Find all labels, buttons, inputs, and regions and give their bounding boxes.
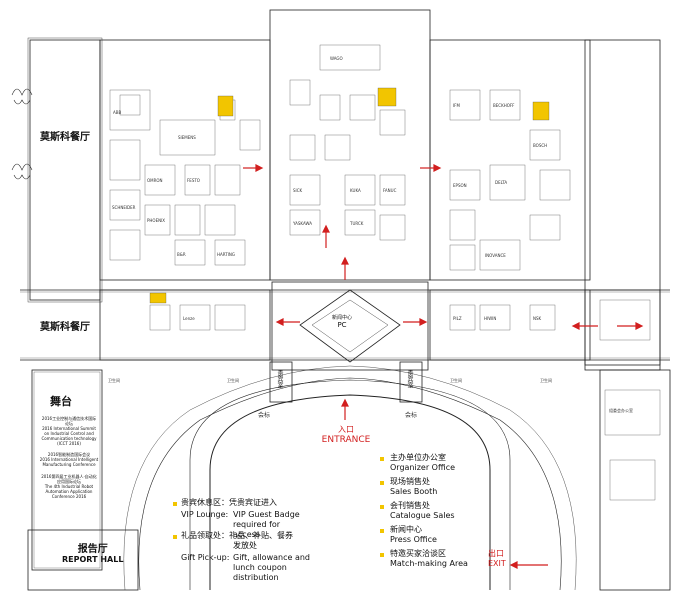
press-center-pc: PC: [337, 321, 347, 329]
legend-gift-en-val: Gift, allowance and lunch coupon distrib…: [233, 553, 310, 582]
booth-label: INOVANCE: [485, 253, 506, 258]
legend-gift-zh-2: 发放处: [233, 541, 257, 550]
legend-bullet-gift: [173, 535, 177, 539]
booth-label: NSK: [533, 316, 542, 321]
toilet-label-1: 卫生间: [108, 378, 120, 383]
legend-sales: 现场销售处 Sales Booth: [390, 477, 437, 497]
conference-2-zh: 2016智能制造国际会议: [47, 452, 91, 457]
legend-gift-en-key: Gift Pick-up:: [181, 553, 230, 562]
legend-press: 新闻中心 Press Office: [390, 525, 437, 545]
exit-label: 出口 EXIT: [488, 548, 506, 568]
booth-label: HIWIN: [484, 316, 497, 321]
legend-matchmaking-zh: 特邀买家洽谈区: [390, 549, 446, 558]
booth-label: OMRON: [147, 178, 163, 183]
press-center-zh: 新闻中心: [332, 315, 353, 321]
entrance-zh: 入口: [338, 425, 354, 434]
legend-bullet-catalogue: [380, 505, 384, 509]
toilet-label-2: 卫生间: [227, 378, 239, 383]
gate-label-right: 会标: [405, 412, 418, 419]
booth-label: SICK: [293, 188, 303, 193]
booth-label: BOSCH: [533, 143, 548, 148]
booth-label: PILZ: [453, 316, 462, 321]
legend-bullet-vip: [173, 502, 177, 506]
legend-bullet-sales: [380, 481, 384, 485]
booth-label: IFM: [453, 103, 460, 108]
legend-catalogue-zh: 会刊销售处: [390, 501, 430, 510]
legend-bullet-press: [380, 529, 384, 533]
booth-label: TURCK: [350, 221, 364, 226]
booth-label: SIEMENS: [178, 135, 196, 140]
conference-3-zh: 2016第四届工业机器人·自动化应用国际论坛: [41, 474, 97, 484]
entrance-label: 入口 ENTRANCE: [318, 424, 374, 445]
booth-label: DELTA: [495, 180, 508, 185]
booth-label: PHOENIX: [147, 218, 166, 223]
legend-vip-zh-tail: 凭贵宾证进入: [229, 498, 277, 507]
legend-gift-zh-head: 礼品领取处：: [181, 531, 229, 540]
legend-press-zh: 新闻中心: [390, 525, 422, 534]
legend-catalogue-en: Catalogue Sales: [390, 511, 455, 520]
press-center-label: 新闻中心 PC: [332, 314, 352, 329]
booth-label: EPSON: [453, 183, 467, 188]
stage-label: 舞台: [50, 395, 72, 408]
legend-sales-zh: 现场销售处: [390, 477, 430, 486]
booth-label: FANUC: [383, 188, 397, 193]
legend-vip-zh: 贵宾休息区：凭贵宾证进入: [181, 498, 277, 508]
conference-3: 2016第四届工业机器人·自动化应用国际论坛 The 4th Industria…: [40, 474, 98, 499]
report-hall: 报告厅 REPORT HALL: [62, 540, 123, 564]
conference-1: 2016工业控制与通信技术国际论坛 2016 International Sum…: [40, 416, 98, 446]
booth-label: SCHNEIDER: [112, 205, 136, 210]
legend-organizer-zh: 主办单位办公室: [390, 453, 446, 462]
conference-2-en: 2016 International Intelligent Manufactu…: [39, 457, 99, 467]
legend-organizer-en: Organizer Office: [390, 463, 456, 472]
toilet-label-3: 卫生间: [450, 378, 462, 383]
conference-3-en: The 4th Industrial Robot Automation Appl…: [44, 484, 94, 499]
moscow-restaurant-top: 莫斯科餐厅: [40, 132, 90, 143]
booth-label: FESTO: [187, 178, 200, 183]
conference-2: 2016智能制造国际会议 2016 International Intellig…: [34, 452, 104, 467]
legend-sales-en: Sales Booth: [390, 487, 438, 496]
booth-label: BECKHOFF: [493, 103, 515, 108]
legend-catalogue: 会刊销售处 Catalogue Sales: [390, 501, 455, 521]
legend-gift-zh-tail: 礼品、补贴、餐券: [229, 531, 293, 540]
booth-label: YASKAWA: [293, 221, 312, 226]
conference-1-zh: 2016工业控制与通信技术国际论坛: [41, 416, 97, 426]
booth-label: KUKA: [350, 188, 361, 193]
exit-en: EXIT: [488, 559, 506, 568]
moscow-restaurant-bottom: 莫斯科餐厅: [40, 322, 90, 333]
legend-vip-en-val: VIP Guest Badge required for access: [233, 510, 300, 539]
legend-bullet-organizer: [380, 457, 384, 461]
organizer-office-label: 组委会办公室: [609, 408, 633, 413]
legend-matchmaking: 特邀买家洽谈区 Match-making Area: [390, 549, 468, 569]
legend-vip-zh-head: 贵宾休息区：: [181, 498, 229, 507]
legend-organizer: 主办单位办公室 Organizer Office: [390, 453, 455, 473]
gate-label-left: 会标: [258, 412, 271, 419]
booth-label: Lenze: [183, 316, 195, 321]
booth-label: HARTING: [217, 252, 235, 257]
vip-lounge-right: 贵宾室: [406, 370, 413, 388]
toilet-label-4: 卫生间: [540, 378, 552, 383]
legend-bullet-matchmaking: [380, 553, 384, 557]
exit-zh: 出口: [488, 549, 504, 558]
booth-label: B&R: [177, 252, 186, 257]
entrance-en: ENTRANCE: [321, 435, 371, 445]
legend-gift-zh: 礼品领取处：礼品、补贴、餐券: [181, 531, 293, 541]
legend-press-en: Press Office: [390, 535, 437, 544]
booth-label: WAGO: [330, 56, 343, 61]
conference-1-en: 2016 International Summit on Industrial …: [41, 426, 97, 446]
report-hall-zh: 报告厅: [77, 544, 108, 555]
legend-vip-en-key: VIP Lounge:: [181, 510, 229, 519]
report-hall-en: REPORT HALL: [62, 555, 124, 564]
vip-lounge-left: 贵宾室: [276, 370, 283, 388]
booth-label: ABB: [113, 110, 122, 115]
legend-matchmaking-en: Match-making Area: [390, 559, 468, 568]
